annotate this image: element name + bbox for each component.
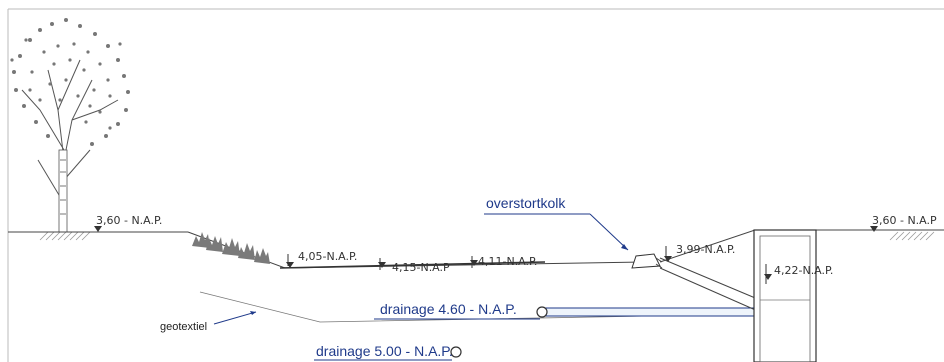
level-kolk: 3,99-N.A.P.: [676, 243, 735, 256]
tree-icon: [10, 18, 130, 233]
inspection-box: [753, 229, 817, 362]
ground-hatch-right: [889, 231, 935, 241]
overflow-kolk: [631, 253, 761, 313]
level-triangle-icon: [94, 226, 102, 232]
level-marker-stems: [287, 246, 767, 284]
level-swale-c: 4,11-N.A.P.: [478, 255, 537, 268]
pipe-end-circle-icon: [450, 346, 462, 358]
geotextiel-leader: [213, 311, 257, 325]
level-left-ground: 3,60 - N.A.P.: [96, 214, 162, 227]
geotextiel-label: geotextiel: [160, 321, 207, 333]
overstortkolk-leader: [589, 213, 629, 251]
ground-hatch-left: [39, 231, 91, 241]
level-box: 4,22-N.A.P.: [774, 264, 833, 277]
shrubs-icon: [192, 232, 270, 264]
pipe-end-circle-icon: [536, 306, 548, 318]
level-swale-b: 4,15-N.A.P: [392, 261, 450, 274]
level-triangle-icon: [870, 226, 878, 232]
overstortkolk-label: overstortkolk: [486, 195, 566, 211]
geotextiel-arrow: [250, 311, 256, 315]
drainage-upper-label: drainage 4.60 - N.A.P.: [380, 301, 517, 317]
level-swale-a: 4,05-N.A.P.: [298, 250, 357, 263]
overstortkolk-arrow: [621, 244, 628, 250]
swale-bottom-bold: [279, 261, 546, 269]
drainage-lower-label: drainage 5.00 - N.A.P.: [316, 343, 453, 359]
geotextile-line: [199, 291, 761, 323]
level-right-ground: 3,60 - N.A.P: [872, 214, 937, 227]
level-triangle-icon: [664, 256, 672, 262]
drainage-pipe-upper: [536, 306, 757, 318]
